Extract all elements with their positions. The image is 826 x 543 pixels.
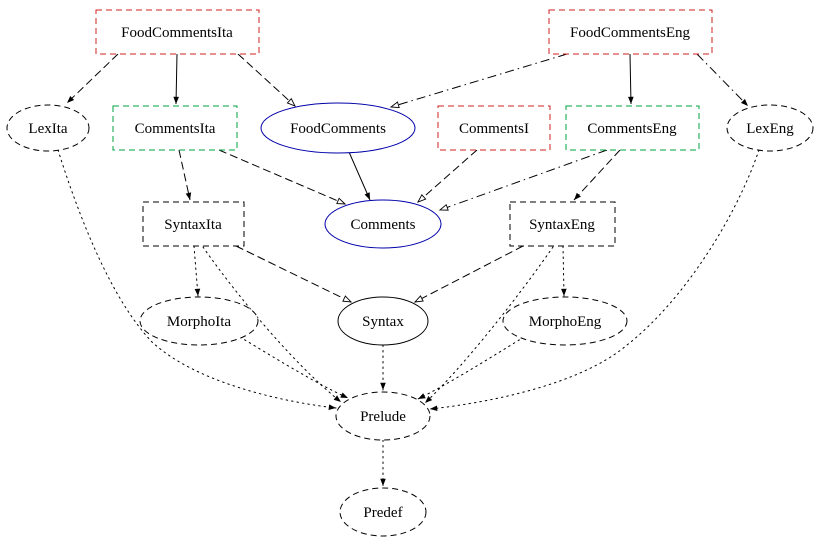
edge-lexeng-prelude [429, 149, 760, 412]
comments-label: Comments [350, 217, 415, 233]
commentsita-label: CommentsIta [135, 121, 216, 137]
edge-foodcommentsita-foodcomments [237, 53, 296, 107]
morphoita-ellipse [139, 296, 259, 346]
commentsi-box [437, 105, 551, 151]
edge-syntaxita-prelude [202, 246, 342, 403]
foodcomments-ellipse [260, 102, 416, 154]
node-layer: FoodCommentsIta FoodCommentsEng LexIta C… [6, 9, 814, 537]
node-syntax: Syntax [337, 296, 429, 346]
node-morphoita: MorphoIta [139, 296, 259, 346]
edge-foodcommentseng-commentseng [628, 53, 634, 105]
edge-layer [57, 53, 760, 487]
comments-ellipse [324, 199, 442, 249]
edge-foodcommentseng-foodcomments [389, 53, 568, 109]
node-predef: Predef [339, 487, 427, 537]
edge-syntaxeng-morphoeng [561, 245, 567, 297]
edge-morphoeng-prelude [417, 336, 525, 400]
node-morphoeng: MorphoEng [502, 296, 628, 346]
node-comments: Comments [324, 199, 442, 249]
edge-syntaxita-morphoita [193, 245, 201, 297]
commentseng-label: CommentsEng [587, 121, 677, 137]
node-syntaxeng: SyntaxEng [509, 201, 616, 247]
prelude-ellipse [335, 391, 431, 441]
syntax-ellipse [337, 296, 429, 346]
predef-ellipse [339, 487, 427, 537]
node-commentsita: CommentsIta [112, 105, 238, 151]
foodcommentsita-box [95, 9, 260, 55]
syntaxita-label: SyntaxIta [164, 217, 222, 233]
lexita-ellipse [6, 104, 90, 152]
predef-label: Predef [363, 505, 402, 521]
syntaxeng-label: SyntaxEng [529, 217, 595, 233]
edge-commentsita-syntaxita [178, 149, 192, 201]
edge-foodcommentsita-lexita [66, 53, 119, 104]
edge-commentseng-comments [438, 149, 608, 211]
node-commentseng: CommentsEng [565, 105, 700, 151]
edge-syntaxita-syntax [235, 245, 353, 303]
lexita-label: LexIta [28, 121, 67, 137]
syntaxita-box [142, 201, 245, 247]
foodcomments-label: FoodComments [290, 121, 386, 137]
node-foodcomments: FoodComments [260, 102, 416, 154]
edge-morphoita-prelude [239, 336, 349, 399]
node-foodcommentseng: FoodCommentsEng [548, 9, 713, 55]
foodcommentseng-box [548, 9, 713, 55]
edge-commentseng-syntaxeng [573, 149, 621, 201]
node-lexita: LexIta [6, 104, 90, 152]
lexeng-ellipse [726, 104, 814, 152]
edge-foodcommentsita-commentsita [173, 53, 179, 105]
node-syntaxita: SyntaxIta [142, 201, 245, 247]
foodcommentseng-label: FoodCommentsEng [570, 25, 691, 41]
morphoeng-ellipse [502, 296, 628, 346]
edge-syntaxeng-prelude [424, 246, 554, 404]
node-foodcommentsita: FoodCommentsIta [95, 9, 260, 55]
morphoita-label: MorphoIta [167, 314, 231, 330]
commentsita-box [112, 105, 238, 151]
edge-commentsi-comments [417, 149, 478, 203]
edge-lexita-prelude [57, 149, 337, 410]
foodcommentsita-label: FoodCommentsIta [121, 25, 233, 41]
edge-foodcomments-comments [348, 151, 371, 201]
commentsi-label: CommentsI [459, 121, 529, 137]
edge-foodcommentseng-lexeng [696, 53, 749, 107]
syntax-label: Syntax [362, 314, 404, 330]
node-commentsi: CommentsI [437, 105, 551, 151]
lexeng-label: LexEng [746, 121, 794, 137]
edge-syntaxeng-syntax [413, 245, 524, 303]
morphoeng-label: MorphoEng [529, 314, 602, 330]
commentseng-box [565, 105, 700, 151]
edge-commentsita-comments [218, 149, 347, 205]
syntaxeng-box [509, 201, 616, 247]
node-lexeng: LexEng [726, 104, 814, 152]
node-prelude: Prelude [335, 391, 431, 441]
prelude-label: Prelude [360, 409, 406, 425]
